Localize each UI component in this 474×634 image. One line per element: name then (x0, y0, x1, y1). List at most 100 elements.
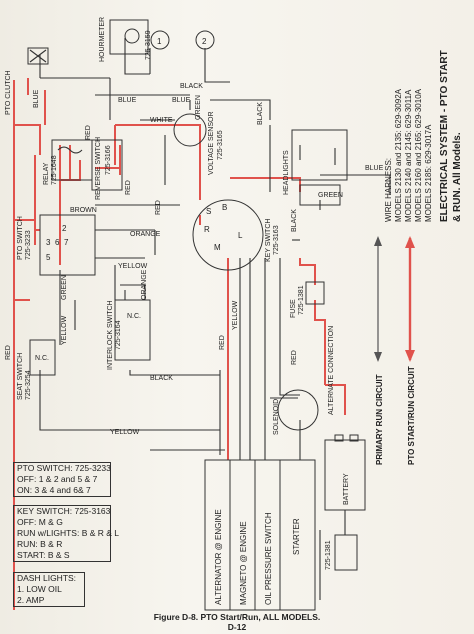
diagram-labels: PTO CLUTCH HOURMETER 725-3159 1 2 VOLTAG… (5, 17, 384, 570)
right-panel: WIRE HARNESS: MODELS 2130 and 2135: 629-… (375, 50, 463, 465)
wire-red-4: RED (155, 200, 162, 215)
magneto-label: MAGNETO @ ENGINE (239, 521, 248, 605)
legend-pto: PTO START/RUN CIRCUIT (407, 366, 416, 465)
harness-row-0: MODELS 2130 and 2135: 629-3092A (394, 88, 403, 222)
pto-switch-table: PTO SWITCH: 725-3233 OFF: 1 & 2 and 5 & … (13, 462, 111, 497)
key-table-row: RUN: B & R (17, 539, 63, 549)
wire-red-1: RED (85, 125, 92, 140)
seat-nc: N.C. (35, 355, 49, 362)
reverse-pn: 725-3166 (105, 145, 112, 175)
headlights-label: HEADLIGHTS (283, 150, 290, 195)
key-table-row: RUN w/LIGHTS: B & R & L (17, 528, 120, 538)
pto-table-row: OFF: 1 & 2 and 5 & 7 (17, 474, 98, 484)
key-table-row: START: B & S (17, 550, 70, 560)
key-switch-label: KEY SWITCH (265, 219, 272, 262)
fuse-pn: 725-1381 (298, 285, 305, 315)
wire-blue-2: BLUE (118, 97, 137, 104)
dash-table-row: 1. LOW OIL (17, 584, 62, 594)
interlock-nc: N.C. (127, 313, 141, 320)
fuse-label: FUSE (290, 299, 297, 318)
dash-lamp-1: 1 (157, 37, 162, 46)
pto-table-row: ON: 3 & 4 and 6& 7 (17, 485, 91, 495)
wire-red-5: RED (291, 350, 298, 365)
figure-caption: Figure D-8. PTO Start/Run, ALL MODELS. (153, 612, 321, 622)
voltage-pn: 725-3165 (217, 130, 224, 160)
section-title-1: ELECTRICAL SYSTEM - PTO START (439, 50, 450, 222)
dash-lamp-2: 2 (202, 37, 207, 46)
wire-green-2: GREEN (61, 275, 68, 300)
hourmeter-label: HOURMETER (99, 17, 106, 62)
ks-s: S (206, 207, 211, 216)
pto-pin-3: 3 (46, 238, 51, 247)
harness-row-2: MODELS 2160 and 2165: 629-3010A (414, 88, 423, 222)
component-shapes (27, 19, 415, 611)
voltage-sensor-label: VOLTAGE SENSOR (208, 111, 215, 175)
oil-pressure-label: OIL PRESSURE SWITCH (264, 512, 273, 605)
engine-labels: ALTERNATOR @ ENGINE MAGNETO @ ENGINE OIL… (214, 509, 301, 605)
wire-green-1: GREEN (195, 95, 202, 120)
page-number: D-12 (227, 622, 247, 632)
solenoid-label: SOLENOID (273, 399, 280, 435)
harness-title: WIRE HARNESS: (384, 158, 393, 222)
seat-switch-label: SEAT SWITCH (17, 353, 24, 400)
wire-brown: BROWN (70, 207, 97, 214)
wire-yellow-4: YELLOW (232, 300, 239, 330)
wire-yellow-1: YELLOW (118, 263, 148, 270)
dash-lights-table: DASH LIGHTS: 1. LOW OIL 2. AMP (13, 572, 85, 607)
wire-red-3: RED (219, 335, 226, 350)
ks-r: R (204, 225, 210, 234)
pto-pin-2: 2 (62, 224, 67, 233)
harness-row-3: MODELS 2185: 629-3017A (424, 124, 433, 222)
ks-m: M (214, 243, 221, 252)
wire-yellow-2: YELLOW (61, 315, 68, 345)
harness-row-1: MODELS 2140 and 2145: 629-3011A (404, 89, 413, 222)
wire-black-3: BLACK (150, 375, 173, 382)
interlock-label: INTERLOCK SWITCH (107, 300, 114, 370)
relay-pn: 725-1648 (51, 155, 58, 185)
legend-primary: PRIMARY RUN CIRCUIT (375, 374, 384, 465)
key-table-row: KEY SWITCH: 725-3163 (17, 506, 111, 516)
pto-pin-7: 7 (64, 238, 69, 247)
wire-green-3: GREEN (318, 192, 343, 199)
hourmeter-pn: 725-3159 (145, 30, 152, 60)
reverse-switch-label: REVERSE SWITCH (95, 137, 102, 200)
fuse2-pn: 725-1381 (325, 540, 332, 570)
pto-table-row: PTO SWITCH: 725-3233 (17, 463, 111, 473)
pto-pin-6: 6 (55, 238, 60, 247)
wire-yellow-3: YELLOW (110, 429, 140, 436)
relay-label: RELAY (43, 162, 50, 185)
wire-white: WHITE (150, 117, 173, 124)
wire-red-6: RED (125, 180, 132, 195)
wire-black-2: BLACK (257, 102, 264, 125)
wire-red-2: RED (5, 345, 12, 360)
wire-blue-3: BLUE (172, 97, 191, 104)
key-pn: 725-3163 (273, 225, 280, 255)
key-table-row: OFF: M & G (17, 517, 63, 527)
black-wires (39, 38, 391, 600)
pto-switch-label: PTO SWITCH (17, 216, 24, 260)
pto-clutch-label: PTO CLUTCH (5, 70, 12, 115)
starter-label: STARTER (292, 518, 301, 555)
wire-black-1: BLACK (180, 83, 203, 90)
pto-switch-pn: 725-3233 (25, 230, 32, 260)
red-circuit (13, 78, 346, 610)
dash-table-row: 2. AMP (17, 595, 45, 605)
section-title-2: & RUN. All Models. (452, 132, 463, 222)
wire-blue-4: BLUE (365, 165, 384, 172)
seat-pn: 725-3254 (25, 370, 32, 400)
wire-blue-1: BLUE (33, 89, 40, 108)
alternate-connection-label: ALTERNATE CONNECTION (328, 326, 335, 415)
ks-b: B (222, 203, 227, 212)
dash-table-row: DASH LIGHTS: (17, 573, 77, 583)
alternator-label: ALTERNATOR @ ENGINE (214, 509, 223, 605)
wire-orange-1: ORANGE (130, 231, 161, 238)
pto-pin-5: 5 (46, 253, 51, 262)
interlock-pn: 725-3164 (115, 320, 122, 350)
wire-orange-2: ORANGE (141, 269, 148, 300)
battery-label: BATTERY (343, 473, 350, 505)
ks-l: L (238, 231, 243, 240)
key-switch-table: KEY SWITCH: 725-3163 OFF: M & G RUN w/LI… (13, 505, 120, 562)
wire-black-4: BLACK (291, 209, 298, 232)
